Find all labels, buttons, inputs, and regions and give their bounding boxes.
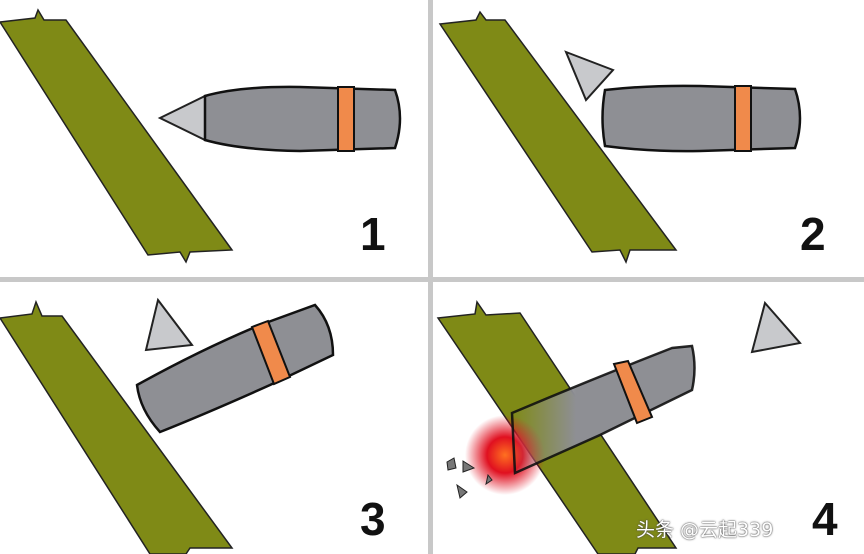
step-number: 4 (812, 493, 838, 545)
step-number: 2 (800, 208, 826, 260)
projectile-band (612, 359, 654, 425)
armor-plate (438, 10, 678, 264)
armor-plate (0, 299, 234, 554)
projectile-body (135, 303, 335, 434)
step-number: 3 (360, 493, 386, 545)
panel-2: 2 (438, 10, 826, 264)
detached-tip (750, 300, 802, 354)
projectile-body (601, 84, 802, 153)
projectile-band (734, 85, 752, 152)
projectile-body (203, 85, 402, 153)
watermark: 头条 @云起339 (636, 519, 774, 541)
panel-1: 1 (0, 8, 402, 264)
projectile-band (337, 86, 355, 152)
detached-tip (144, 297, 194, 352)
debris-fragments (446, 457, 493, 499)
panel-3: 3 (0, 297, 386, 554)
divider-horizontal (0, 277, 864, 282)
projectile-band (250, 319, 292, 386)
projectile-body (510, 344, 696, 475)
step-number: 1 (360, 208, 386, 260)
panel-4: 4 (436, 300, 838, 554)
detached-tip (564, 50, 615, 102)
armor-plate (0, 8, 234, 264)
